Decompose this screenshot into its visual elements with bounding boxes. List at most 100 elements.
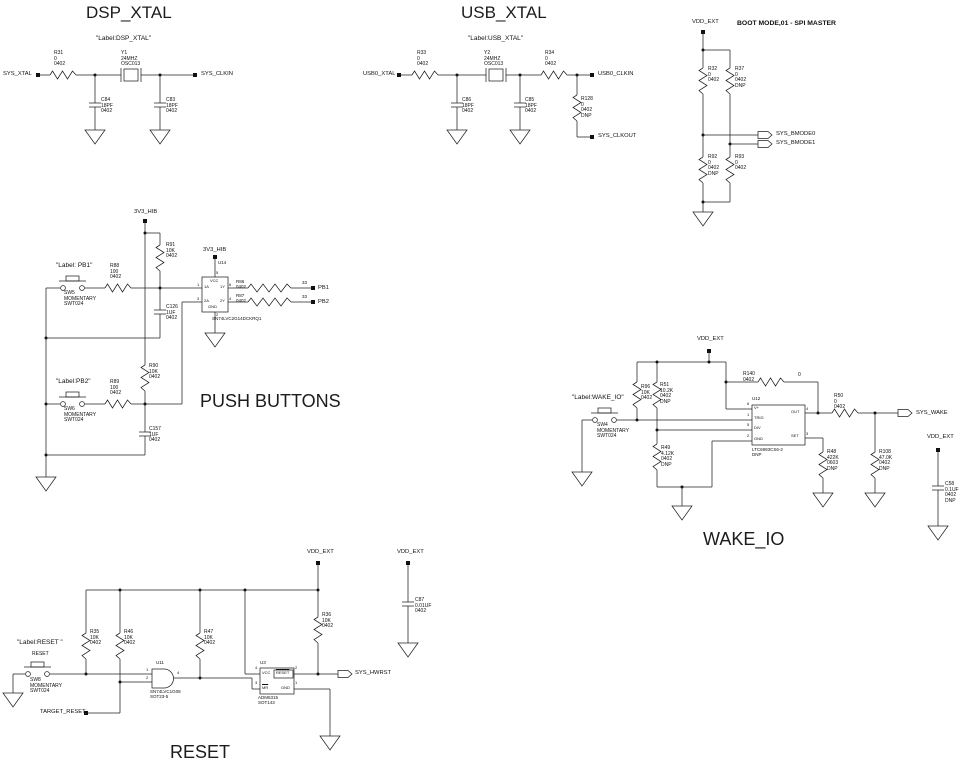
r50-label: R50 0 0402: [834, 393, 846, 411]
u12-pin-number-4: 4: [806, 406, 809, 411]
r86-value: 33: [302, 280, 308, 285]
u14-pin-2a-label: 2A: [204, 298, 209, 303]
capacitor-c58-symbol: [931, 485, 945, 491]
net-3v3-hib-rail: 3V3_HIB: [134, 209, 158, 215]
resistor-r46-symbol: [115, 632, 125, 660]
u14-pin-number-1: 1: [197, 282, 200, 287]
u3-ref: U3: [260, 660, 266, 665]
resistor-r35-symbol: [81, 632, 91, 660]
u3-pin-number-2: 2: [295, 665, 298, 670]
u14-pin-gnd-label: GND: [208, 304, 217, 309]
wake-io-schematic-label: "Label:WAKE_IO": [572, 394, 624, 401]
resistor-r128-symbol: [572, 94, 582, 122]
r33-label: R33 0 0402: [417, 50, 429, 68]
ground-symbol: [812, 492, 834, 508]
power-pin-square: [142, 218, 148, 224]
r46-label: R46 10K 0402: [124, 629, 136, 647]
u3-pin-number-3: 3: [255, 680, 258, 685]
r140-label: R140 0402: [743, 371, 755, 383]
r93-label: R93 0 0402: [735, 154, 747, 172]
u12-pin-number-2: 2: [747, 433, 750, 438]
crystal-y2-symbol: [485, 67, 507, 83]
ground-symbol: [149, 129, 171, 145]
net-pb2: PB2: [318, 299, 329, 305]
dsp-xtal-schematic-label: "Label:DSP_XTAL": [96, 35, 152, 42]
net-usb0-clkin: USB0_CLKIN: [598, 71, 634, 77]
power-pin-square: [700, 29, 706, 35]
net-tag-sys-wake: [897, 409, 913, 417]
net-pin-square: [310, 285, 316, 291]
net-sys-clkin: SYS_CLKIN: [201, 71, 233, 77]
wake-io-title: WAKE_IO: [703, 529, 785, 549]
c86-label: C86 18PF 0402: [462, 97, 474, 115]
pb2-schematic-label: "Label:PB2": [56, 378, 91, 385]
u12-pin-div-label: DIV: [754, 425, 761, 430]
r49-label: R49 4.12K 0402 DNP: [661, 445, 675, 468]
net-vdd-ext-c87: VDD_EXT: [397, 549, 424, 555]
u11-part-number: SN74LVC1G08 SOT23-5: [150, 689, 181, 700]
c87-label: C87 0.01UF 0402: [415, 597, 432, 615]
crystal-y1-symbol: [120, 67, 142, 83]
ground-symbol: [84, 129, 106, 145]
resistor-r89-symbol: [104, 399, 132, 409]
u14-ref: U14: [218, 260, 227, 265]
u11-pin-number-2: 2: [146, 675, 149, 680]
usb-xtal-schematic-label: "Label:USB_XTAL": [468, 35, 524, 42]
dsp-xtal-circuit: [35, 67, 198, 145]
r88-label: R88 100 0402: [110, 263, 122, 281]
capacitor-c84-symbol: [88, 102, 102, 108]
reset-schematic-label: "Label:RESET ": [17, 639, 63, 646]
ground-symbol: [319, 735, 341, 751]
switch-sw8-symbol: [23, 661, 52, 677]
net-target-reset: TARGET_RESET: [40, 709, 86, 715]
u14-pin-1a-label: 1A: [204, 284, 209, 289]
u3-pin-number-4: 4: [255, 665, 258, 670]
r128-label: R128 0 0402 DNP: [581, 96, 593, 119]
c85-label: C85 18PF 0402: [525, 97, 537, 115]
u14-pin-2y-label: 2Y: [220, 298, 225, 303]
r87-label: R87 0402: [236, 293, 247, 304]
u12-pin-number-5: 5: [747, 422, 750, 427]
resistor-r96-symbol: [632, 381, 642, 409]
u14-part-number: SN74LVC2G14DCKRQ1: [212, 316, 262, 321]
c126-label: C126 1UF 0402: [166, 304, 178, 322]
capacitor-c83-symbol: [153, 102, 167, 108]
and-gate-u11-body: [151, 668, 174, 689]
resistor-r87-symbol: [247, 297, 292, 307]
r92-label: R92 0 0402 DNP: [708, 154, 720, 177]
net-pin-square: [310, 299, 316, 305]
net-sys-hwrst: SYS_HWRST: [355, 670, 392, 676]
net-sys-bmode0: SYS_BMODE0: [776, 131, 816, 137]
resistor-r31-symbol: [49, 70, 77, 80]
r96-label: R96 10K 0402: [641, 384, 653, 402]
usb-xtal-circuit: [396, 67, 595, 145]
resistor-r93-symbol: [725, 156, 735, 184]
power-pin-square: [935, 447, 941, 453]
power-pin-square: [212, 254, 218, 260]
net-pin-square: [35, 72, 41, 78]
u12-ref: U12: [752, 396, 761, 401]
ground-symbol: [571, 471, 593, 487]
u3-pin-vcc-label: VCC: [262, 670, 271, 675]
net-sys-xtal: SYS_XTAL: [3, 71, 32, 77]
push-buttons-title: PUSH BUTTONS: [200, 391, 341, 411]
u12-pin-gnd-label: GND: [754, 436, 763, 441]
ground-symbol: [204, 332, 226, 348]
sw8-label: SW8 MOMENTARY SWT024: [30, 677, 63, 695]
resistor-r91-symbol: [155, 244, 165, 272]
reset-circuit: [2, 560, 419, 751]
u14-pin-number-3: 3: [197, 296, 200, 301]
ground-symbol: [927, 525, 949, 541]
u12-pin-set-label: SET: [791, 433, 799, 438]
usb-xtal-title: USB_XTAL: [461, 3, 547, 22]
u11-pin-number-4: 4: [177, 670, 180, 675]
r36-label: R36 10K 0402: [322, 612, 334, 630]
u12-pin-trig-label: TRIG: [754, 415, 764, 420]
u14-pin-vcc-label: VCC: [210, 278, 219, 283]
power-pin-square: [405, 560, 411, 566]
u3-pin-reset-label: RESET: [276, 670, 290, 675]
boot-mode-circuit: [692, 29, 773, 227]
u3-pin-mr-label: MR: [262, 685, 269, 690]
u12-pin-number-1: 1: [747, 412, 750, 417]
r87-value: 33: [302, 294, 308, 299]
